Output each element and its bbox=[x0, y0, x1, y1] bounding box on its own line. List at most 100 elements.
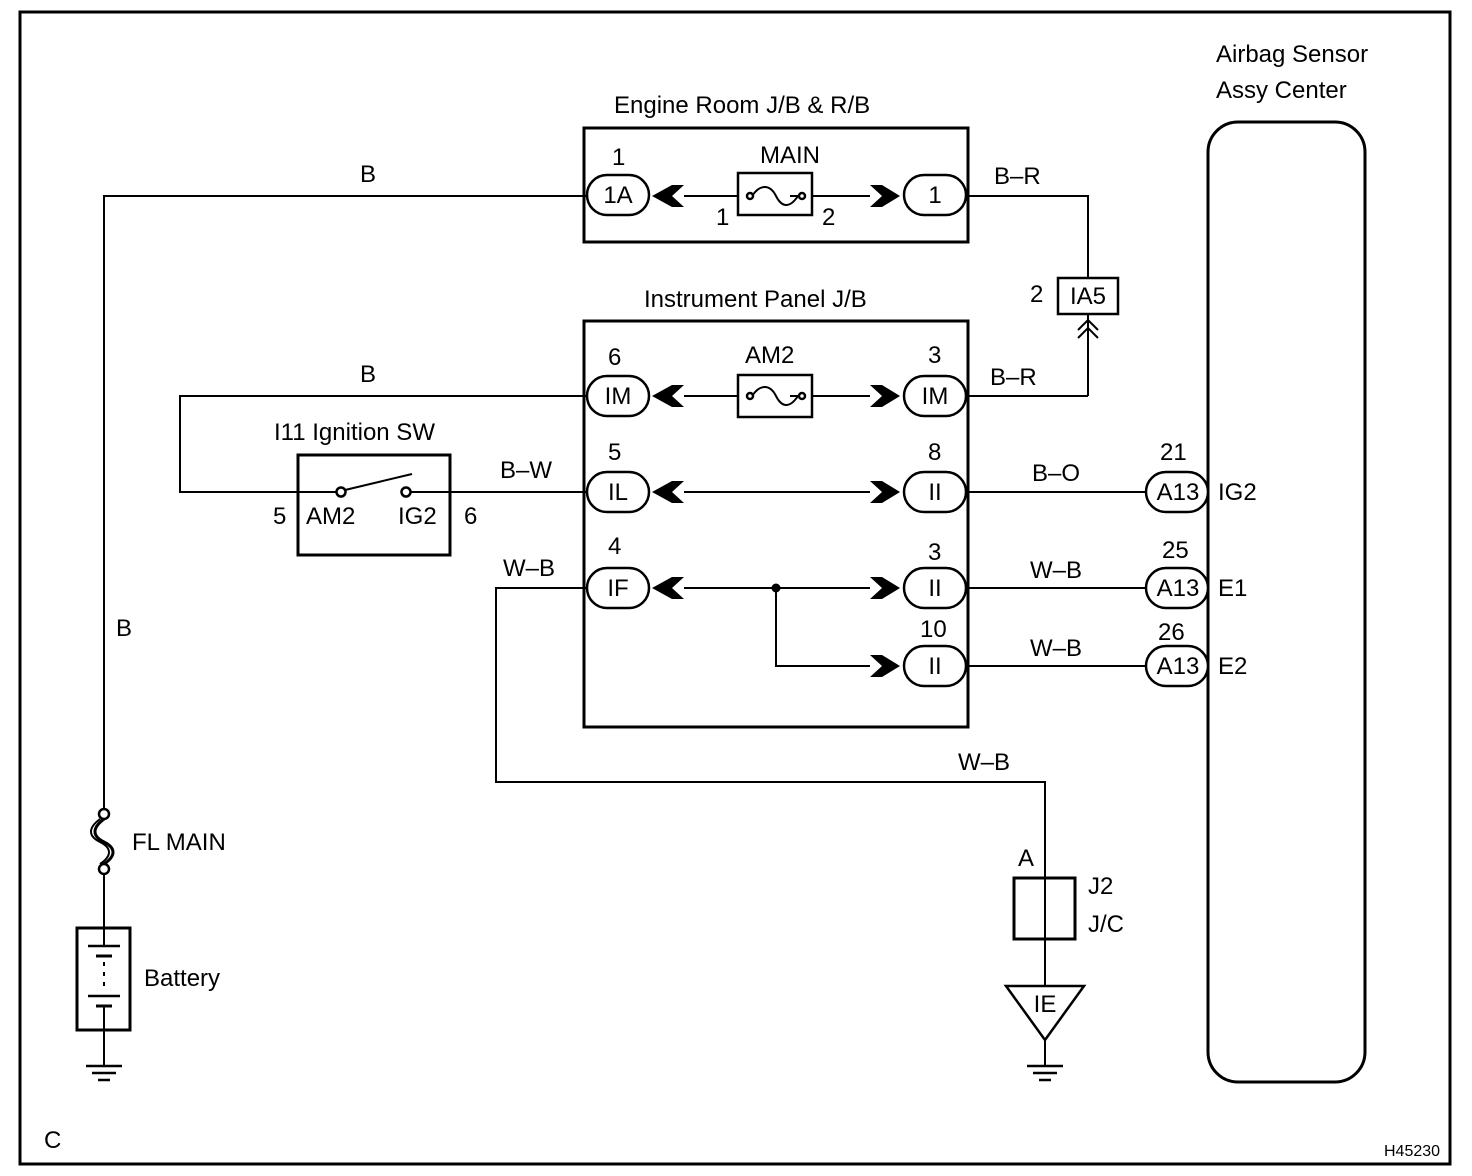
ignition-switch-box bbox=[296, 453, 452, 557]
wire-bw-label: B–W bbox=[500, 457, 552, 484]
conn-a13-e2 bbox=[1144, 644, 1210, 688]
conn-ii3-arrow bbox=[870, 577, 900, 599]
airbag-e2-name: E2 bbox=[1218, 653, 1247, 680]
ground-point-ie: IE bbox=[1003, 984, 1087, 1066]
wire-wb-if-ground bbox=[495, 587, 1046, 878]
page-letter: C bbox=[44, 1127, 61, 1154]
conn-if-label: IF bbox=[607, 575, 628, 602]
airbag-sensor-box bbox=[1206, 120, 1367, 1084]
conn-1a-label: 1A bbox=[603, 182, 632, 209]
am2-fuse-pin1-dot bbox=[745, 391, 755, 401]
main-fuse bbox=[736, 171, 814, 217]
wire-top-b bbox=[103, 195, 586, 810]
conn-1-label: 1 bbox=[928, 182, 941, 209]
conn-im-right-arrow bbox=[870, 385, 900, 407]
conn-a13-e1 bbox=[1144, 566, 1210, 610]
airbag-sensor-title-2: Assy Center bbox=[1216, 77, 1347, 104]
conn-ii3-label: II bbox=[928, 575, 941, 602]
ignition-switch-title: I11 Ignition SW bbox=[274, 419, 435, 446]
conn-ii8-pin: 8 bbox=[928, 439, 941, 466]
wire-wb-if-label: W–B bbox=[503, 555, 555, 582]
wire-wb-e1-label: W–B bbox=[1030, 557, 1082, 584]
engine-room-jb: Engine Room J/B & R/B 1 1A MAIN 1 2 1 bbox=[582, 92, 970, 244]
conn-im-right-pin: 3 bbox=[928, 342, 941, 369]
ia5-label: IA5 bbox=[1070, 283, 1106, 310]
main-fuse-label: MAIN bbox=[760, 142, 820, 169]
conn-ii10-label: II bbox=[928, 653, 941, 680]
conn-il-arrow bbox=[652, 481, 684, 503]
instrument-panel-jb: Instrument Panel J/B 6 IM AM2 3 IM 5 IL … bbox=[582, 286, 970, 729]
battery-ground-icon bbox=[86, 1064, 122, 1082]
ignition-switch-right-pin: 6 bbox=[464, 503, 477, 530]
conn-ii10-pin: 10 bbox=[920, 616, 947, 643]
conn-im-right-label: IM bbox=[922, 383, 949, 410]
conn-a13-ig2 bbox=[1144, 470, 1210, 514]
conn-im-left-arrow bbox=[652, 385, 684, 407]
ground-point-triangle bbox=[1003, 984, 1087, 1043]
wire-er-br bbox=[966, 195, 1089, 278]
wire-ip-br-label: B–R bbox=[990, 364, 1037, 391]
am2-fuse-pin2-dot bbox=[797, 391, 807, 401]
airbag-e2-pin: 26 bbox=[1158, 619, 1185, 646]
wire-mid-b-label: B bbox=[360, 361, 376, 388]
junction-pin: A bbox=[1018, 845, 1034, 872]
ground-point-label: IE bbox=[1034, 991, 1057, 1018]
fl-main-top-terminal bbox=[97, 807, 111, 821]
fl-main-bottom-terminal bbox=[97, 862, 111, 876]
conn-ii10-arrow bbox=[870, 655, 900, 677]
ia5-pin: 2 bbox=[1030, 281, 1043, 308]
battery: Battery bbox=[75, 926, 220, 1066]
airbag-e1-name: E1 bbox=[1218, 575, 1247, 602]
ignition-switch-am2-label: AM2 bbox=[306, 503, 355, 530]
airbag-sensor: Airbag Sensor Assy Center B–O 21 A13 IG2… bbox=[966, 41, 1368, 1084]
wire-mid-b bbox=[179, 395, 587, 493]
conn-if-pin: 4 bbox=[608, 533, 621, 560]
conn-ii8-label: II bbox=[928, 479, 941, 506]
junction-connector-j2: A J2 J/C bbox=[1012, 845, 1124, 986]
ignition-switch-blade bbox=[344, 473, 413, 491]
ignition-switch-left-pin: 5 bbox=[273, 503, 286, 530]
ignition-switch-contact-am2 bbox=[335, 486, 347, 498]
conn-if-arrow bbox=[652, 577, 684, 599]
conn-a13-e1-label: A13 bbox=[1157, 575, 1200, 602]
conn-1-arrow bbox=[870, 185, 900, 207]
ignition-switch: I11 Ignition SW AM2 IG2 5 6 bbox=[273, 419, 477, 557]
ia5-connector: IA5 2 bbox=[1030, 276, 1120, 396]
main-fuse-pin-right: 2 bbox=[822, 204, 835, 231]
conn-1a bbox=[585, 173, 651, 217]
conn-im-left-label: IM bbox=[605, 383, 632, 410]
engine-room-jb-box bbox=[582, 126, 970, 244]
main-fuse-pin-left: 1 bbox=[716, 204, 729, 231]
conn-im-left-pin: 6 bbox=[608, 344, 621, 371]
wire-er-br-label: B–R bbox=[994, 163, 1041, 190]
main-fuse-pin2-dot bbox=[797, 191, 807, 201]
figure-code: H45230 bbox=[1384, 1143, 1440, 1160]
conn-a13-e2-label: A13 bbox=[1157, 653, 1200, 680]
battery-label: Battery bbox=[144, 965, 220, 992]
wire-bo-label: B–O bbox=[1032, 460, 1080, 487]
engine-room-jb-left-pin: 1 bbox=[612, 144, 625, 171]
wire-wb-ground-label: W–B bbox=[958, 749, 1010, 776]
wire-left-b-label: B bbox=[116, 615, 132, 642]
instrument-panel-jb-title: Instrument Panel J/B bbox=[644, 286, 867, 313]
ignition-switch-ig2-label: IG2 bbox=[398, 503, 437, 530]
am2-fuse-label: AM2 bbox=[745, 342, 794, 369]
fl-main-fusible-link: FL MAIN bbox=[90, 807, 226, 928]
engine-room-jb-title: Engine Room J/B & R/B bbox=[614, 92, 870, 119]
ip-splice-ii10-wire bbox=[775, 588, 870, 667]
ignition-switch-contact-ig2 bbox=[400, 486, 412, 498]
junction-label-1: J2 bbox=[1088, 873, 1113, 900]
fl-main-label: FL MAIN bbox=[132, 829, 226, 856]
diagram-frame bbox=[18, 10, 1452, 1166]
airbag-ig2-pin: 21 bbox=[1160, 439, 1187, 466]
conn-ii8-arrow bbox=[870, 481, 900, 503]
am2-fuse-symbol bbox=[748, 386, 802, 406]
fl-main-symbol-2 bbox=[90, 818, 110, 865]
instrument-panel-jb-box bbox=[582, 319, 970, 729]
conn-il-pin: 5 bbox=[608, 439, 621, 466]
conn-a13-ig2-label: A13 bbox=[1157, 479, 1200, 506]
ie-ground-icon bbox=[1027, 1064, 1063, 1082]
airbag-e1-pin: 25 bbox=[1162, 537, 1189, 564]
main-fuse-symbol bbox=[748, 186, 802, 206]
